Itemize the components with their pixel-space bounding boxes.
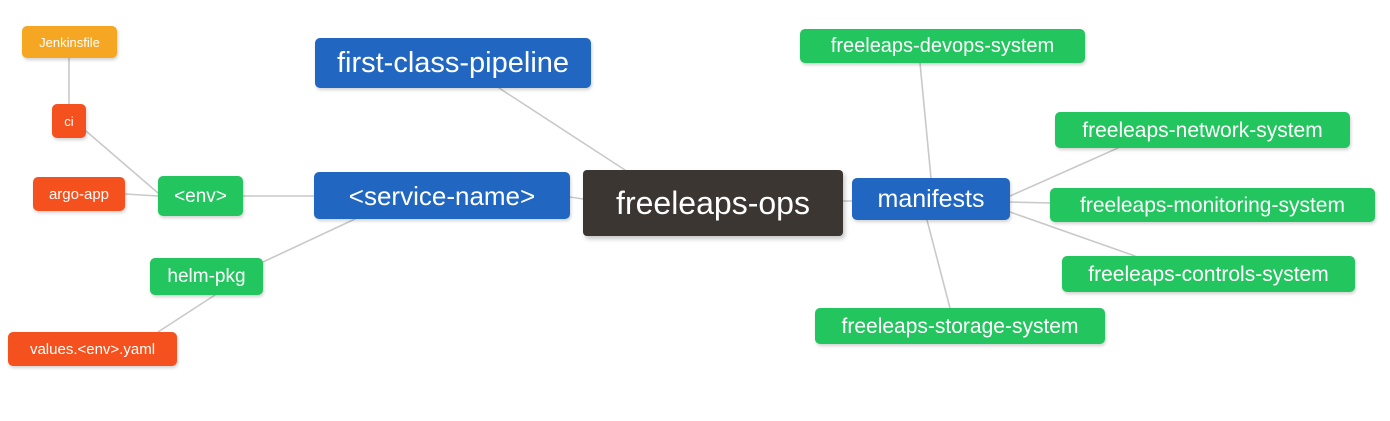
node-jenkinsfile[interactable]: Jenkinsfile bbox=[22, 26, 117, 58]
edge-helm-pkg-to-service-name bbox=[262, 218, 356, 263]
node-ci[interactable]: ci bbox=[52, 104, 86, 138]
node-label: first-class-pipeline bbox=[336, 46, 570, 79]
node-label: freeleaps-network-system bbox=[1082, 118, 1323, 142]
node-freeleaps-devops-system[interactable]: freeleaps-devops-system bbox=[800, 29, 1085, 63]
node-argo-app[interactable]: argo-app bbox=[33, 177, 125, 211]
node-label: argo-app bbox=[48, 185, 110, 203]
node-freeleaps-storage-system[interactable]: freeleaps-storage-system bbox=[815, 308, 1105, 344]
edge-manifests-to-freeleaps-devops-system bbox=[919, 62, 932, 179]
node-freeleaps-monitoring-system[interactable]: freeleaps-monitoring-system bbox=[1050, 188, 1375, 222]
node-label: freeleaps-storage-system bbox=[841, 314, 1079, 338]
node-label: freeleaps-monitoring-system bbox=[1080, 193, 1345, 217]
node-label: freeleaps-devops-system bbox=[830, 35, 1055, 57]
node-label: <service-name> bbox=[348, 180, 536, 211]
node-label: manifests bbox=[877, 184, 985, 213]
node-freeleaps-ops[interactable]: freeleaps-ops bbox=[583, 170, 843, 236]
node-env[interactable]: <env> bbox=[158, 176, 243, 216]
node-freeleaps-network-system[interactable]: freeleaps-network-system bbox=[1055, 112, 1350, 148]
edge-argo-app-to-env bbox=[124, 193, 159, 197]
node-label: values.<env>.yaml bbox=[29, 340, 156, 358]
node-manifests[interactable]: manifests bbox=[852, 178, 1010, 220]
edge-manifests-to-freeleaps-storage-system bbox=[926, 219, 951, 309]
edge-first-class-pipeline-to-freeleaps-ops bbox=[498, 87, 626, 171]
node-label: freeleaps-ops bbox=[616, 185, 810, 221]
edge-values-env-yaml-to-helm-pkg bbox=[157, 294, 216, 333]
node-label: Jenkinsfile bbox=[39, 34, 100, 50]
node-first-class-pipeline[interactable]: first-class-pipeline bbox=[315, 38, 591, 88]
node-label: freeleaps-controls-system bbox=[1088, 262, 1329, 286]
node-helm-pkg[interactable]: helm-pkg bbox=[150, 258, 263, 295]
node-label: ci bbox=[64, 113, 74, 129]
edge-manifests-to-freeleaps-monitoring-system bbox=[1009, 201, 1051, 204]
node-freeleaps-controls-system[interactable]: freeleaps-controls-system bbox=[1062, 256, 1355, 292]
node-label: <env> bbox=[174, 185, 227, 207]
node-service-name[interactable]: <service-name> bbox=[314, 172, 570, 219]
node-values-env-yaml[interactable]: values.<env>.yaml bbox=[8, 332, 177, 366]
node-label: helm-pkg bbox=[167, 266, 246, 287]
edge-service-name-to-freeleaps-ops bbox=[569, 196, 584, 200]
